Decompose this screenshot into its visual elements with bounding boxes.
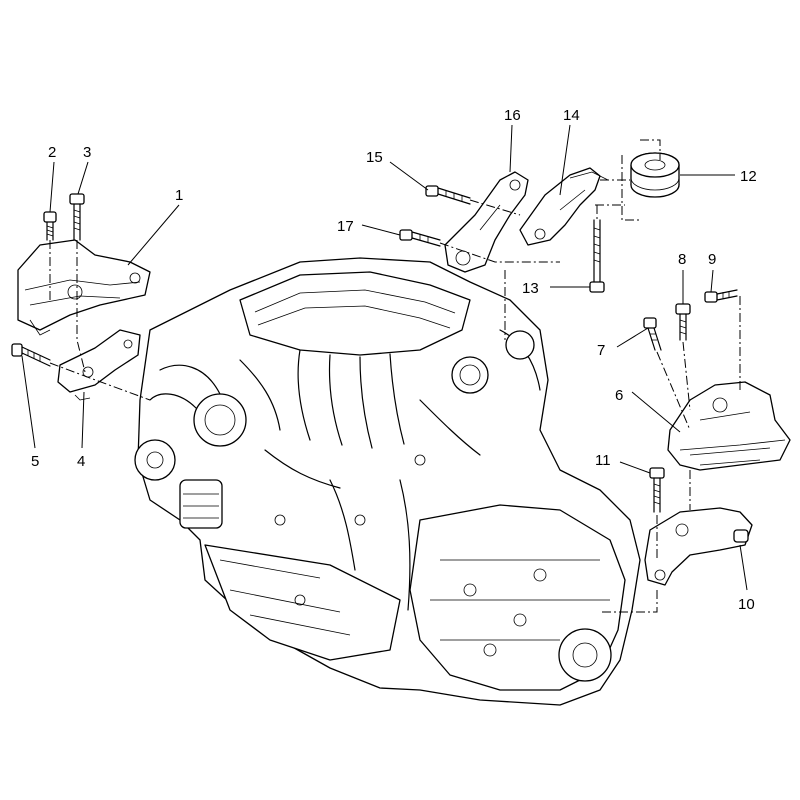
bolt-8 [675, 303, 691, 341]
bolt-17 [399, 229, 441, 247]
callout-11: 11 [595, 452, 611, 469]
callout-10: 10 [738, 596, 755, 613]
callout-7: 7 [597, 342, 605, 359]
bolt-15 [425, 185, 471, 205]
leader-lines [21, 124, 748, 591]
bolt-9 [704, 289, 738, 303]
left-mount-bracket [17, 239, 151, 331]
callout-labels: 1 2 3 4 5 6 7 8 9 10 11 12 13 14 15 16 1… [31, 107, 757, 613]
callout-9: 9 [708, 251, 716, 268]
engine-transmission-assembly [134, 257, 641, 706]
right-engine-mount-group [600, 289, 791, 613]
right-lower-bracket [644, 507, 753, 586]
bolt-7 [643, 317, 662, 351]
bolt-2 [43, 211, 57, 241]
bolt-3 [69, 193, 85, 241]
callout-2: 2 [48, 144, 56, 161]
callout-4: 4 [77, 453, 85, 470]
upper-engine-mount-group [399, 139, 680, 340]
right-mount [667, 381, 791, 471]
callout-14: 14 [563, 107, 580, 124]
lower-left-bracket [57, 329, 141, 393]
callout-15: 15 [366, 149, 383, 166]
callout-1: 1 [175, 187, 183, 204]
left-engine-mount-group [11, 193, 151, 401]
callout-12: 12 [740, 168, 757, 185]
bolt-11 [649, 467, 665, 513]
callout-17: 17 [337, 218, 354, 235]
bolt-13 [589, 219, 605, 293]
callout-3: 3 [83, 144, 91, 161]
torque-arm [519, 167, 601, 246]
callout-16: 16 [504, 107, 521, 124]
callout-13: 13 [522, 280, 539, 297]
callout-8: 8 [678, 251, 686, 268]
mount-bushing [630, 152, 680, 198]
callout-6: 6 [615, 387, 623, 404]
bolt-5 [11, 343, 51, 367]
callout-5: 5 [31, 453, 39, 470]
